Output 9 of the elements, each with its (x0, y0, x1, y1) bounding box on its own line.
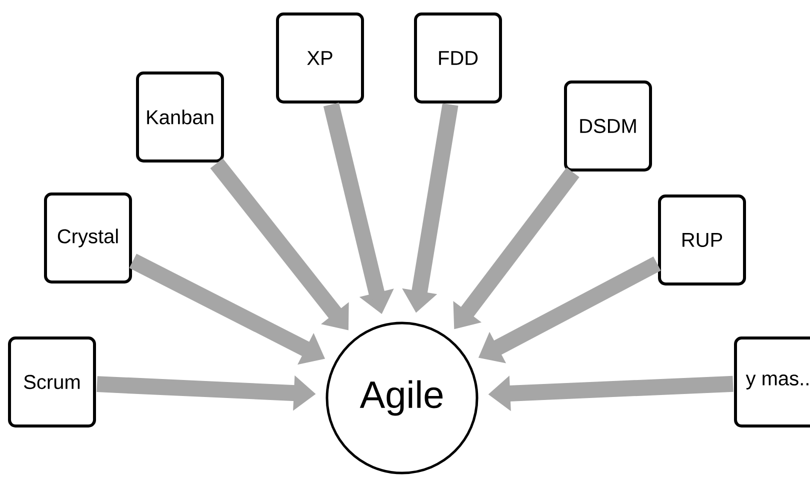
method-box: FDD (414, 12, 502, 104)
method-box: Crystal (44, 192, 132, 284)
method-box: RUP (658, 194, 746, 286)
method-box: Kanban (136, 72, 224, 162)
method-box: Scrum (8, 336, 96, 428)
method-box: XP (276, 12, 364, 104)
method-box: DSDM (564, 80, 652, 172)
circle-node: Agile (326, 322, 478, 474)
method-box: y mas.. (734, 336, 810, 428)
